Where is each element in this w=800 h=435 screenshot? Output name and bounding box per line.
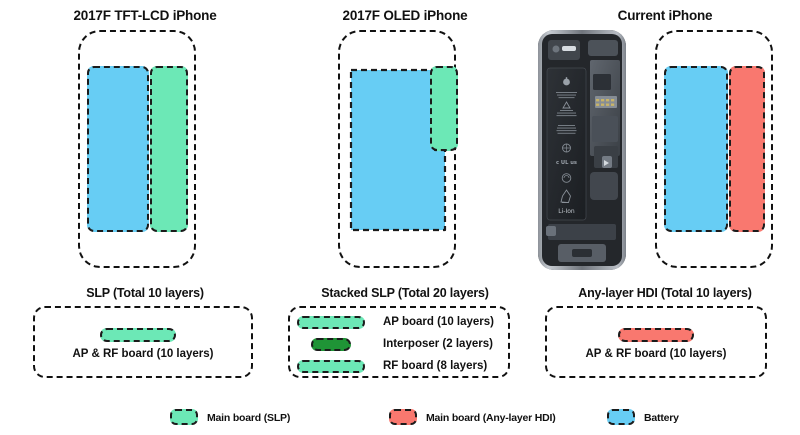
board-label-interposer: Interposer (2 layers): [383, 338, 493, 350]
legend-swatch-battery: [607, 409, 635, 425]
board-caption-any-layer-hdi: AP & RF board (10 layers): [585, 348, 727, 360]
board-pill-ap-rf-hdi: [618, 328, 694, 342]
board-pill-ap-board: [297, 316, 365, 329]
board-label-rf-board: RF board (8 layers): [383, 360, 488, 372]
column-title-current: Current iPhone: [617, 8, 713, 23]
main-board-slp-block-tft-lcd: [150, 66, 188, 232]
legend-label-main-board-hdi: Main board (Any-layer HDI): [426, 412, 556, 424]
board-pill-rf-board: [297, 360, 365, 373]
iphone-teardown-photo: c UL us Li-Ion: [538, 30, 626, 270]
board-title-stacked-slp: Stacked SLP (Total 20 layers): [321, 286, 489, 300]
battery-block-current: [664, 66, 728, 232]
svg-text:Li-Ion: Li-Ion: [558, 208, 575, 215]
legend-label-battery: Battery: [644, 412, 679, 424]
board-title-slp: SLP (Total 10 layers): [86, 286, 204, 300]
column-title-oled: 2017F OLED iPhone: [342, 8, 468, 23]
battery-block-tft-lcd: [87, 66, 149, 232]
legend-swatch-main-board-hdi: [389, 409, 417, 425]
column-title-tft-lcd: 2017F TFT-LCD iPhone: [73, 8, 217, 23]
main-board-hdi-block-current: [729, 66, 765, 232]
board-pill-ap-rf-slp: [100, 328, 176, 342]
phone-outline-tft-lcd: [78, 30, 196, 268]
board-title-any-layer-hdi: Any-layer HDI (Total 10 layers): [578, 286, 752, 300]
board-label-ap-board: AP board (10 layers): [383, 316, 495, 328]
legend-swatch-main-board-slp: [170, 409, 198, 425]
board-box-slp: [33, 306, 253, 378]
svg-text:c UL us: c UL us: [556, 160, 577, 166]
board-pill-interposer: [311, 338, 351, 351]
phone-outline-current: [655, 30, 773, 268]
board-caption-slp: AP & RF board (10 layers): [72, 348, 214, 360]
board-box-stacked-slp: [288, 306, 510, 378]
board-box-any-layer-hdi: [545, 306, 767, 378]
legend-label-main-board-slp: Main board (SLP): [207, 412, 291, 424]
main-board-slp-block-oled: [430, 66, 458, 151]
